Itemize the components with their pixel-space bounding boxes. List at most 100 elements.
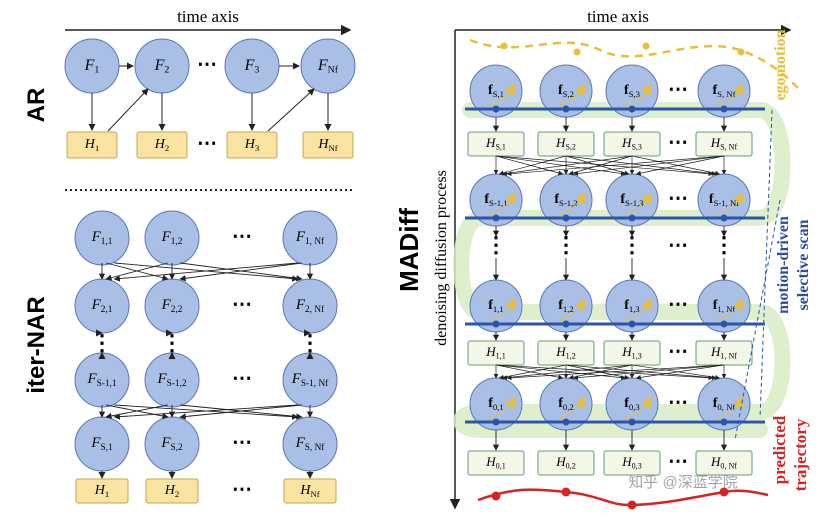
madiff-vellipsis: ⋮ <box>485 232 507 257</box>
nar-hidden-box <box>283 478 337 504</box>
nar-cross-arrow <box>113 262 298 282</box>
madiff-cross-arrow <box>573 364 725 381</box>
madiff-hidden-box-label: H1, Nf <box>710 344 737 360</box>
egomotion-point <box>500 42 508 50</box>
nar-hidden-box <box>75 478 129 504</box>
ar-feedback-arrow <box>267 88 315 132</box>
ar-hidden-box <box>302 131 354 159</box>
watermark: 知乎 @深蓝学院 <box>628 473 737 491</box>
nar-frame-node-label: FS-1,2 <box>156 371 186 389</box>
nar-vellipsis: ⋮ <box>161 330 183 355</box>
scan-point <box>562 214 570 222</box>
scan-point <box>562 105 570 113</box>
scan-point <box>720 105 728 113</box>
madiff-cross-arrow <box>568 364 633 380</box>
iternar-label: iter-NAR <box>23 296 50 393</box>
madiff-frame-node-label: f1,1 <box>488 298 504 314</box>
nar-frame-node-label: FS, Nf <box>295 435 326 453</box>
egomotion-label: egomotion <box>772 29 789 100</box>
ar-hidden-box-label: H1 <box>84 137 99 153</box>
left-time-axis-label: time axis <box>177 7 239 26</box>
ar-frame-node-label: FNf <box>317 57 339 76</box>
egomotion-arrow <box>559 192 585 215</box>
madiff-cross-arrow <box>495 155 564 176</box>
denoising-axis-label: denoising diffusion process <box>433 170 450 346</box>
madiff-ellipsis: ⋯ <box>668 132 688 154</box>
nar-hidden-box <box>145 478 199 504</box>
madiff-label: MADiff <box>394 208 424 292</box>
madiff-ellipsis: ⋯ <box>668 79 688 101</box>
egomotion-arrow <box>489 83 515 106</box>
trajectory-point <box>627 500 637 510</box>
scan-point <box>492 320 500 328</box>
motion-driven-label: motion-driven <box>775 216 792 314</box>
scan-point <box>628 418 636 426</box>
madiff-frame-node-label: f1, Nf <box>713 298 736 314</box>
scan-point <box>492 418 500 426</box>
scan-point <box>720 214 728 222</box>
ar-hidden-box-label: HNf <box>317 137 337 153</box>
ar-frame-node-label: F2 <box>154 57 170 76</box>
scan-point <box>628 320 636 328</box>
trajectory-point <box>561 487 571 497</box>
madiff-cross-arrow <box>495 155 714 177</box>
madiff-ellipsis: ⋯ <box>668 235 688 257</box>
egomotion-arrow <box>717 83 743 106</box>
madiff-cross-arrow <box>506 364 725 381</box>
egomotion-arrow <box>559 298 585 321</box>
egomotion-arrow <box>717 192 743 215</box>
egomotion-arrow <box>625 298 651 321</box>
madiff-frame-node-label: f0,1 <box>488 396 504 412</box>
nar-cross-arrow <box>179 262 302 282</box>
madiff-vellipsis: ⋮ <box>555 232 577 257</box>
madiff-frame-node-label: fS-1,1 <box>484 192 507 208</box>
nar-frame-node-label: FS,2 <box>160 435 183 453</box>
egomotion-arrow <box>625 83 651 106</box>
madiff-hidden-box-label: HS,3 <box>621 135 642 151</box>
scan-point <box>628 105 636 113</box>
scan-point <box>562 320 570 328</box>
scan-point <box>492 214 500 222</box>
nar-ellipsis: ⋯ <box>232 294 252 316</box>
nar-vellipsis: ⋮ <box>91 330 113 355</box>
madiff-hidden-box-label: HS, Nf <box>710 135 738 151</box>
nar-frame-node-label: F2, Nf <box>295 297 325 315</box>
nar-frame-node-label: FS,1 <box>90 435 113 453</box>
madiff-hidden-box-label: HS,2 <box>555 135 576 151</box>
scan-point <box>720 418 728 426</box>
egomotion-arrow <box>559 83 585 106</box>
madiff-cross-arrow <box>568 155 633 176</box>
egomotion-arrow <box>489 192 515 215</box>
madiff-cross-arrow <box>565 364 717 381</box>
nar-frame-node-label: F2,2 <box>161 297 183 315</box>
egomotion-arrow <box>625 396 651 419</box>
madiff-ellipsis: ⋯ <box>668 451 688 473</box>
egomotion-arrow <box>489 396 515 419</box>
nar-ellipsis: ⋯ <box>232 226 252 248</box>
madiff-vellipsis: ⋮ <box>713 232 735 257</box>
madiff-cross-arrow <box>573 155 725 176</box>
madiff-cross-arrow <box>565 364 630 380</box>
madiff-frame-node-label: f0, Nf <box>713 396 736 412</box>
scan-point <box>562 418 570 426</box>
nar-ellipsis: ⋯ <box>232 368 252 390</box>
madiff-frame-node-label: fS-1,3 <box>620 192 643 208</box>
madiff-cross-arrow <box>635 364 725 380</box>
ar-hidden-box-label: H3 <box>244 137 259 153</box>
madiff-cross-arrow <box>495 364 626 381</box>
madiff-frame-node-label: fS,2 <box>558 83 574 99</box>
madiff-cross-arrow <box>506 155 725 177</box>
nar-hidden-box-label: HNf <box>299 483 319 499</box>
madiff-cross-arrow <box>565 155 630 176</box>
madiff-ellipsis: ⋯ <box>668 188 688 210</box>
madiff-hidden-box <box>467 450 525 476</box>
madiff-hidden-box-label: HS,1 <box>485 135 506 151</box>
nar-frame-node-label: F1,1 <box>91 229 113 247</box>
nar-frame-node-label: FS-1,1 <box>86 371 116 389</box>
madiff-hidden-box-label: H1,1 <box>485 344 505 360</box>
